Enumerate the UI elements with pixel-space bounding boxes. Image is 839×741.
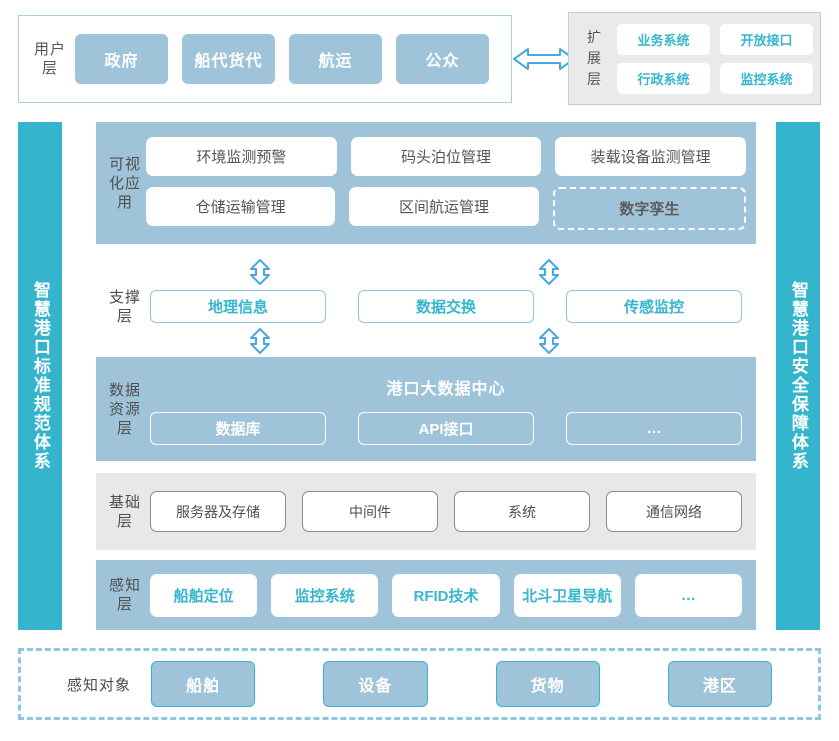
- sidebar-security-system: 智慧港口安全保障体系: [776, 122, 820, 630]
- perception-object-box-vessel[interactable]: 船舶: [151, 661, 256, 707]
- sidebar-standard-system-label: 智慧港口标准规范体系: [30, 281, 50, 471]
- vis-box-environment-monitoring[interactable]: 环境监测预警: [146, 136, 337, 176]
- vis-box-warehouse-transport[interactable]: 仓储运输管理: [146, 186, 336, 226]
- double-headed-horizontal-arrow-icon: [513, 46, 575, 72]
- sense-box-rfid-technology[interactable]: RFID技术: [392, 573, 500, 617]
- sense-box-beidou-navigation[interactable]: 北斗卫星导航: [513, 573, 621, 617]
- perception-object-panel: 感知对象 船舶 设备 货物 港区: [18, 648, 821, 720]
- user-layer-panel: 用户层 政府 船代货代 航运 公众: [18, 15, 512, 103]
- layer-visualization: 可视化应用 环境监测预警 码头泊位管理 装载设备监测管理 仓储运输管理 区间航运…: [96, 122, 756, 244]
- infra-box-server-storage[interactable]: 服务器及存储: [150, 491, 286, 532]
- support-box-data-exchange[interactable]: 数据交换: [358, 290, 534, 323]
- infra-box-system[interactable]: 系统: [454, 491, 590, 532]
- ext-box-administrative-system[interactable]: 行政系统: [617, 62, 710, 94]
- support-lower-arrow-band: [96, 328, 756, 354]
- extension-layer-label: 扩展层: [587, 29, 601, 87]
- perception-object-box-equipment[interactable]: 设备: [323, 661, 428, 707]
- layer-support: 支撑层 地理信息 数据交换 传感监控: [96, 256, 756, 357]
- ext-box-monitoring-system[interactable]: 监控系统: [720, 62, 813, 94]
- layer-infrastructure-body: 服务器及存储 中间件 系统 通信网络: [146, 491, 756, 532]
- double-headed-vertical-arrow-icon: [249, 328, 271, 354]
- perception-object-box-port-area[interactable]: 港区: [667, 661, 773, 707]
- sense-box-more[interactable]: …: [634, 573, 743, 617]
- layer-perception: 感知层 船舶定位 监控系统 RFID技术 北斗卫星导航 …: [96, 560, 756, 630]
- user-layer-box-group: 政府 船代货代 航运 公众: [75, 34, 489, 84]
- sense-box-vessel-positioning[interactable]: 船舶定位: [150, 573, 258, 617]
- perception-object-box-cargo[interactable]: 货物: [495, 661, 600, 707]
- layer-support-label: 支撑层: [108, 288, 141, 325]
- extension-layer-box-group: 业务系统 开放接口 行政系统 监控系统: [617, 23, 813, 94]
- vis-box-interval-shipping[interactable]: 区间航运管理: [349, 186, 539, 226]
- extension-layer-panel: 扩展层 业务系统 开放接口 行政系统 监控系统: [568, 12, 821, 105]
- top-row: 用户层 政府 船代货代 航运 公众 扩展层 业务系统 开放接口 行政系统 监控系…: [0, 0, 839, 118]
- perception-object-label: 感知对象: [67, 676, 132, 694]
- infra-box-middleware[interactable]: 中间件: [302, 491, 438, 532]
- sense-box-monitoring-system[interactable]: 监控系统: [271, 573, 379, 617]
- data-box-database[interactable]: 数据库: [150, 412, 326, 445]
- layer-visualization-label: 可视化应用: [108, 155, 141, 211]
- vis-box-loading-equipment-monitoring[interactable]: 装载设备监测管理: [555, 136, 747, 176]
- layer-data-resource: 数据资源层 港口大数据中心 数据库 API接口 …: [96, 357, 756, 461]
- layer-perception-body: 船舶定位 监控系统 RFID技术 北斗卫星导航 …: [146, 573, 756, 617]
- ext-box-open-interface[interactable]: 开放接口: [720, 23, 813, 55]
- layer-infrastructure-label: 基础层: [108, 493, 141, 530]
- user-box-public[interactable]: 公众: [396, 34, 489, 84]
- infra-box-communication-network[interactable]: 通信网络: [606, 491, 742, 532]
- visualization-row-2: 仓储运输管理 区间航运管理 数字孪生: [146, 186, 746, 230]
- architecture-layer-stack: 可视化应用 环境监测预警 码头泊位管理 装载设备监测管理 仓储运输管理 区间航运…: [96, 122, 756, 630]
- user-layer-label: 用户层: [33, 41, 66, 77]
- perception-object-box-group: 船舶 设备 货物 港区: [151, 661, 818, 707]
- user-box-government[interactable]: 政府: [75, 34, 168, 84]
- double-headed-vertical-arrow-icon: [538, 328, 560, 354]
- double-headed-vertical-arrow-icon: [249, 259, 271, 285]
- layer-gap-2: [96, 461, 756, 473]
- layer-data-resource-label: 数据资源层: [108, 381, 141, 437]
- vis-box-berth-management[interactable]: 码头泊位管理: [350, 136, 542, 176]
- data-box-more[interactable]: …: [566, 412, 742, 445]
- user-box-shipping[interactable]: 航运: [289, 34, 382, 84]
- user-box-shipping-agent[interactable]: 船代货代: [182, 34, 275, 84]
- sidebar-security-system-label: 智慧港口安全保障体系: [788, 281, 808, 471]
- layer-support-body: 地理信息 数据交换 传感监控: [146, 290, 756, 323]
- support-upper-arrow-band: [96, 259, 756, 285]
- double-headed-vertical-arrow-icon: [538, 259, 560, 285]
- data-center-title: 港口大数据中心: [386, 381, 506, 398]
- layer-data-resource-body: 港口大数据中心 数据库 API接口 …: [146, 373, 756, 445]
- vis-box-digital-twin[interactable]: 数字孪生: [552, 186, 746, 230]
- data-box-api-interface[interactable]: API接口: [358, 412, 534, 445]
- sidebar-standard-system: 智慧港口标准规范体系: [18, 122, 62, 630]
- layer-perception-label: 感知层: [108, 577, 141, 613]
- layer-gap-1: [96, 244, 756, 256]
- visualization-row-1: 环境监测预警 码头泊位管理 装载设备监测管理: [146, 136, 747, 176]
- layer-gap-3: [96, 550, 756, 560]
- support-box-sensor-monitoring[interactable]: 传感监控: [566, 290, 742, 323]
- support-box-geographic-information[interactable]: 地理信息: [150, 290, 326, 323]
- layer-infrastructure: 基础层 服务器及存储 中间件 系统 通信网络: [96, 473, 756, 550]
- ext-box-business-system[interactable]: 业务系统: [617, 23, 710, 55]
- layer-visualization-body: 环境监测预警 码头泊位管理 装载设备监测管理 仓储运输管理 区间航运管理 数字孪…: [146, 136, 756, 230]
